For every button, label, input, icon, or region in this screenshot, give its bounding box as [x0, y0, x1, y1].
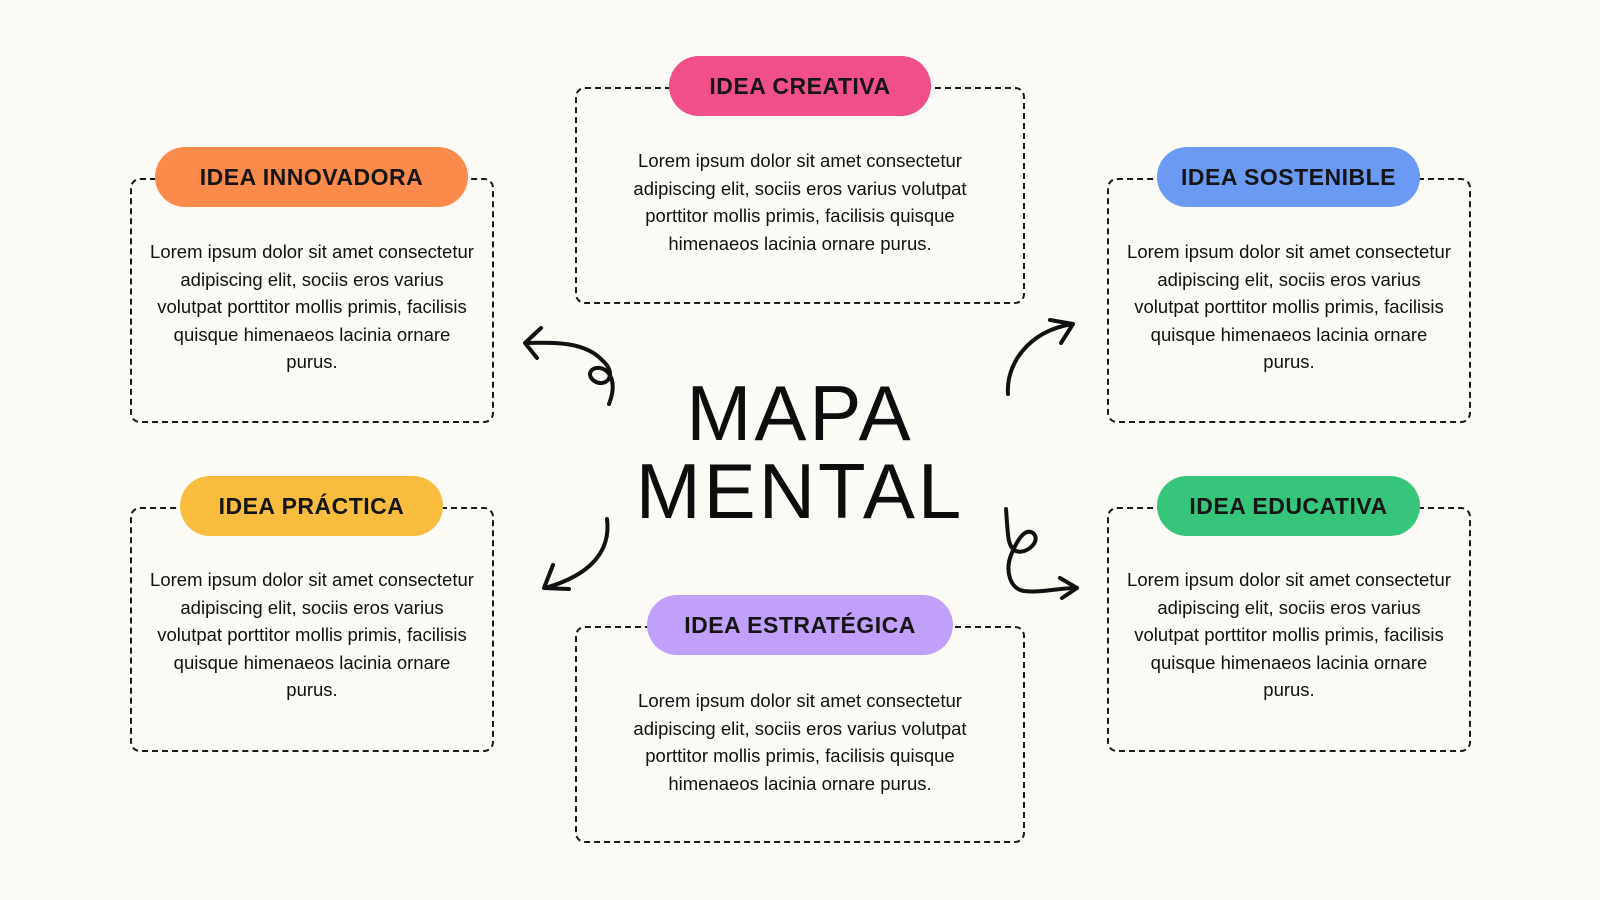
curved-arrow-down-left-icon — [542, 517, 610, 591]
idea-estrategica-card: Lorem ipsum dolor sit amet consectetur a… — [575, 626, 1025, 843]
idea-practica-label: IDEA PRÁCTICA — [180, 476, 443, 536]
idea-creativa-text: Lorem ipsum dolor sit amet consectetur a… — [633, 150, 967, 254]
idea-educativa-card: Lorem ipsum dolor sit amet consectetur a… — [1107, 507, 1471, 752]
idea-estrategica-text: Lorem ipsum dolor sit amet consectetur a… — [633, 690, 967, 794]
idea-sostenible-text: Lorem ipsum dolor sit amet consectetur a… — [1127, 241, 1451, 372]
idea-innovadora-text: Lorem ipsum dolor sit amet consectetur a… — [150, 241, 474, 372]
idea-innovadora-card: Lorem ipsum dolor sit amet consectetur a… — [130, 178, 494, 423]
curly-arrow-left-icon — [523, 326, 615, 406]
idea-educativa-label: IDEA EDUCATIVA — [1157, 476, 1420, 536]
loop-arrow-right-icon — [1004, 507, 1079, 600]
mind-map-title-line-1: MAPA — [686, 369, 914, 457]
idea-creativa-label: IDEA CREATIVA — [669, 56, 931, 116]
idea-creativa-card: Lorem ipsum dolor sit amet consectetur a… — [575, 87, 1025, 304]
idea-sostenible-card: Lorem ipsum dolor sit amet consectetur a… — [1107, 178, 1471, 423]
curved-arrow-up-right-icon — [1005, 318, 1075, 396]
idea-practica-card: Lorem ipsum dolor sit amet consectetur a… — [130, 507, 494, 752]
idea-practica-text: Lorem ipsum dolor sit amet consectetur a… — [150, 569, 474, 700]
idea-educativa-text: Lorem ipsum dolor sit amet consectetur a… — [1127, 569, 1451, 700]
idea-innovadora-label: IDEA INNOVADORA — [155, 147, 468, 207]
idea-estrategica-label: IDEA ESTRATÉGICA — [647, 595, 953, 655]
idea-sostenible-label: IDEA SOSTENIBLE — [1157, 147, 1420, 207]
mind-map-title-line-2: MENTAL — [635, 447, 965, 535]
